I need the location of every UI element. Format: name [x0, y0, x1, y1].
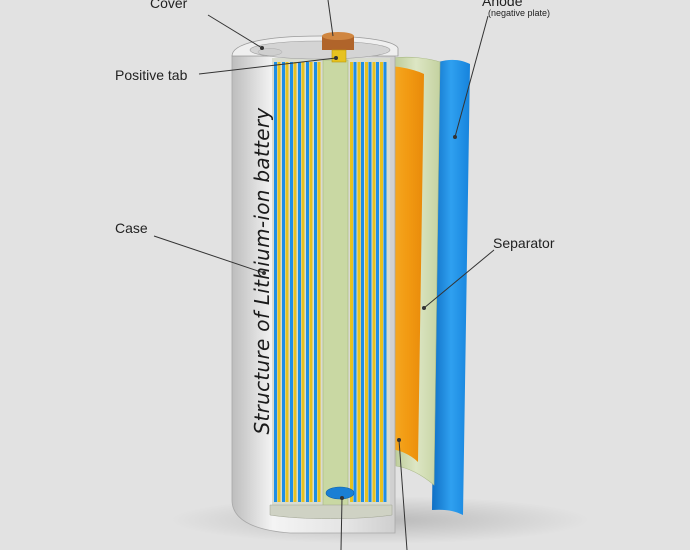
cathode-leader [398, 439, 408, 550]
cover-disc [249, 40, 391, 60]
cathode-layer [293, 62, 297, 502]
negative-tab-dot [340, 496, 344, 500]
cover-dot [260, 46, 264, 50]
anode-layer [353, 62, 357, 502]
anode-layer [376, 62, 379, 502]
left-electrode-layers [274, 62, 321, 502]
positive-tab-label: Positive tab [115, 67, 188, 83]
cover-leader [207, 14, 263, 49]
cavity-bottom [269, 504, 393, 519]
anode-layer [282, 62, 285, 502]
case-label: Case [115, 220, 148, 236]
anode-label: Anode [482, 0, 523, 9]
anode-layer [368, 62, 372, 502]
cover-notch [257, 48, 283, 56]
right-electrode-layers [350, 62, 387, 502]
positive-tab-leader [198, 57, 337, 75]
positive-tab-dot [334, 56, 338, 60]
separator-dot [422, 306, 426, 310]
cathode-layer [277, 62, 281, 502]
anode-layer [361, 62, 364, 502]
cathode-layer [317, 62, 321, 502]
separator-leader [423, 249, 495, 309]
cathode-layer [350, 62, 353, 502]
leader-lines [153, 0, 495, 550]
cover-terminal-top [322, 32, 354, 40]
cathode-layer [309, 62, 313, 502]
anode-sheet [432, 59, 470, 515]
anode-layer [383, 62, 387, 502]
negative-tab-leader [340, 497, 343, 550]
anode-layer [306, 62, 309, 502]
anode-leader [454, 15, 489, 138]
terminal-leader [327, 0, 334, 37]
anode-layer [298, 62, 301, 502]
cathode-layer [372, 62, 376, 502]
anode-dot [453, 135, 457, 139]
anode-layer [314, 62, 317, 502]
battery-title: Structure of Lithium-ion battery [250, 107, 274, 435]
cathode-layer [365, 62, 368, 502]
anode-layer [274, 62, 277, 502]
negative-tab [325, 486, 355, 500]
cover-terminal [322, 36, 354, 50]
anode-layer [290, 62, 293, 502]
anode-sublabel: (negative plate) [488, 8, 551, 18]
separator-label: Separator [493, 235, 555, 251]
cover-label: Cover [150, 0, 188, 11]
cathode-layer [357, 62, 361, 502]
cathode-layer [285, 62, 289, 502]
cathode-layer [380, 62, 383, 502]
case-leader [153, 235, 265, 274]
central-core [322, 59, 349, 507]
leader-dots [260, 46, 457, 500]
cathode-dot [397, 438, 401, 442]
case-dot [262, 271, 266, 275]
positive-tab [331, 49, 347, 63]
cathode-layer [301, 62, 305, 502]
